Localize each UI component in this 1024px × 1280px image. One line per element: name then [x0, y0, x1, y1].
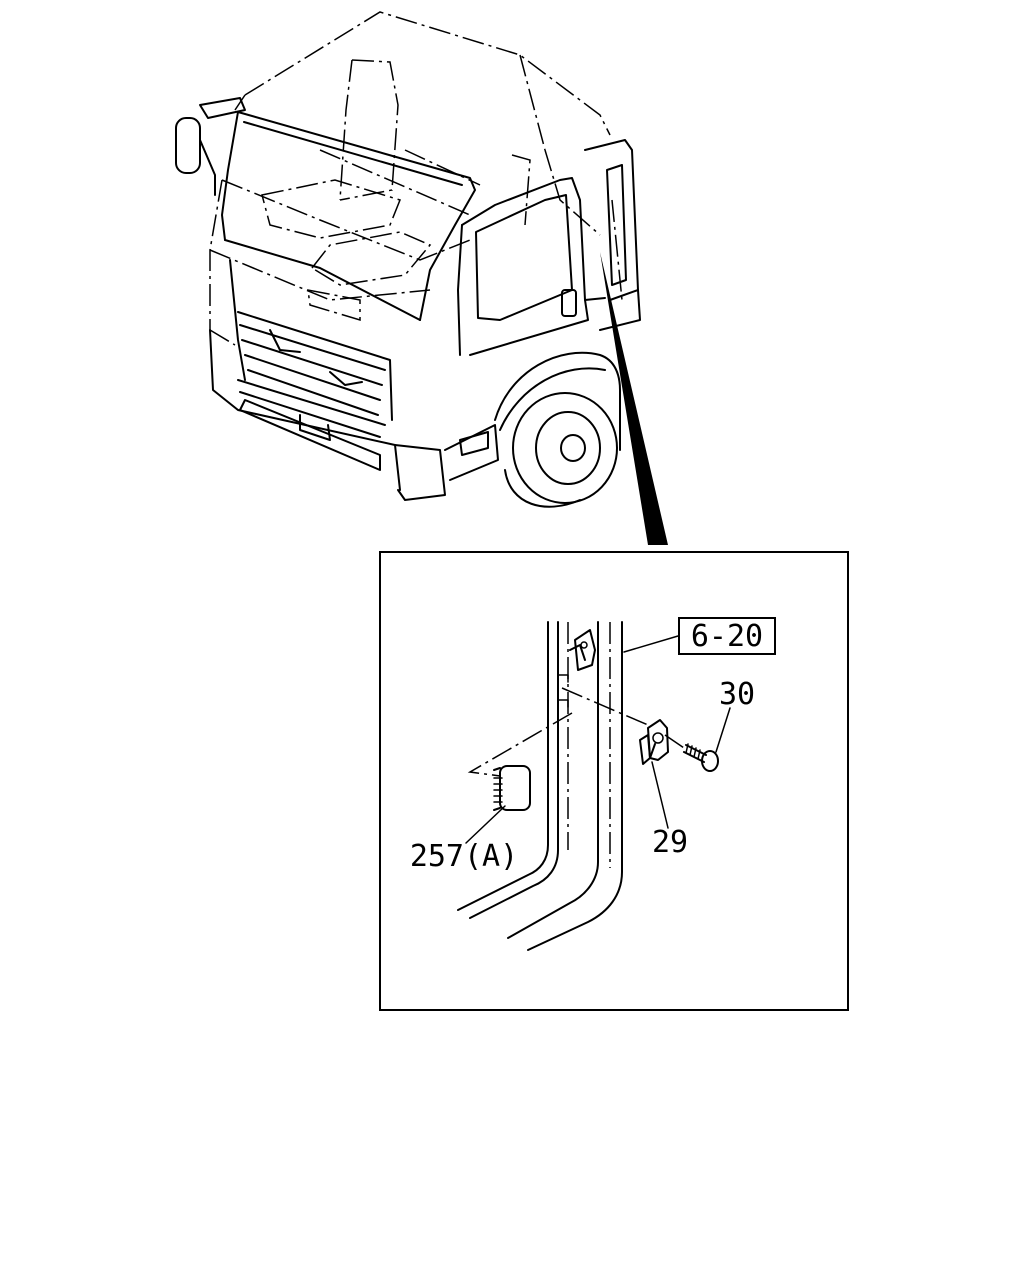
- bolt-part-30: [683, 743, 719, 772]
- upper-striker-part: [569, 629, 596, 671]
- ref-box-label: 6-20: [691, 619, 763, 654]
- callout-30: 30: [719, 677, 755, 712]
- striker-part-29: [639, 719, 669, 765]
- detail-pointer: [600, 252, 668, 545]
- callout-29: 29: [652, 825, 688, 860]
- assembly-line-cushion: [467, 712, 573, 777]
- leader-6-20: [623, 635, 679, 653]
- cushion-part-257a: [493, 765, 531, 811]
- leader-30: [715, 707, 731, 753]
- callout-257a: 257(A): [410, 839, 518, 874]
- leader-257a: [465, 805, 506, 844]
- truck-cab-illustration: [175, 11, 641, 508]
- detail-frame: [379, 551, 849, 1011]
- door-pillar-detail: [457, 621, 623, 951]
- ref-box: [678, 617, 776, 655]
- leader-29: [651, 761, 669, 829]
- assembly-line-bolt: [664, 734, 685, 749]
- assembly-line-striker: [561, 687, 649, 726]
